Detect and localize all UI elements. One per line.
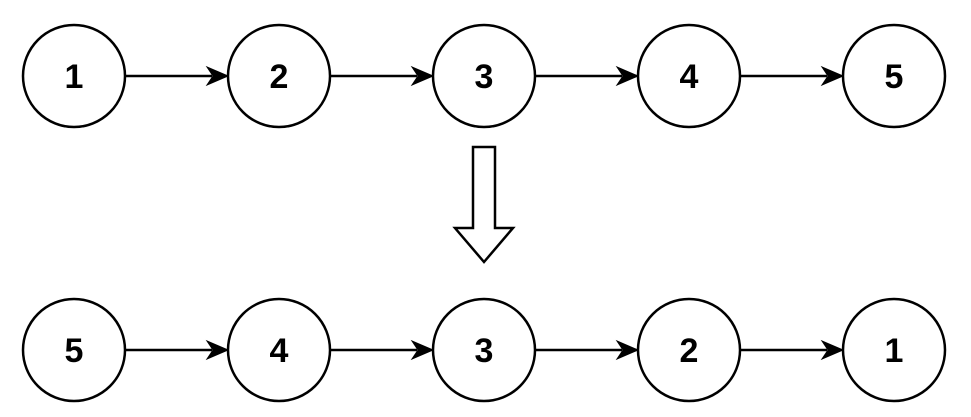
after-node-circle-4 — [636, 297, 742, 403]
before-node-label-1: 1 — [65, 58, 84, 96]
before-node-label-4: 4 — [680, 58, 699, 96]
hollow-down-arrow-icon — [452, 145, 516, 264]
before-arrowhead-icon-3 — [615, 65, 640, 87]
before-node-circle-2 — [226, 23, 332, 129]
before-node-label-3: 3 — [475, 58, 494, 96]
after-node-circle-1 — [21, 297, 127, 403]
after-node-label-3: 3 — [475, 332, 494, 370]
after-node-label-1: 5 — [65, 332, 84, 370]
transform-arrow-group — [452, 145, 516, 264]
before-node-2: 2 — [226, 23, 332, 129]
after-node-label-5: 1 — [885, 332, 904, 370]
after-node-label-4: 2 — [680, 332, 699, 370]
after-arrowhead-icon-3 — [615, 339, 640, 361]
after-node-label-2: 4 — [270, 332, 289, 370]
after-node-2: 4 — [226, 297, 332, 403]
before-node-circle-3 — [431, 23, 537, 129]
after-node-4: 2 — [636, 297, 742, 403]
after-linked-list: 5 4 3 2 1 — [21, 297, 947, 403]
before-node-label-5: 5 — [885, 58, 904, 96]
after-node-circle-2 — [226, 297, 332, 403]
after-arrowhead-icon-4 — [820, 339, 845, 361]
before-node-circle-5 — [841, 23, 947, 129]
before-arrowhead-icon-1 — [205, 65, 230, 87]
after-arrowhead-icon-2 — [410, 339, 435, 361]
after-node-circle-5 — [841, 297, 947, 403]
before-node-3: 3 — [431, 23, 537, 129]
before-node-label-2: 2 — [270, 58, 289, 96]
before-node-4: 4 — [636, 23, 742, 129]
after-node-5: 1 — [841, 297, 947, 403]
after-node-circle-3 — [431, 297, 537, 403]
before-linked-list: 1 2 3 4 5 — [21, 23, 947, 129]
after-node-3: 3 — [431, 297, 537, 403]
before-arrowhead-icon-4 — [820, 65, 845, 87]
after-arrowhead-icon-1 — [205, 339, 230, 361]
before-node-1: 1 — [21, 23, 127, 129]
before-node-5: 5 — [841, 23, 947, 129]
before-node-circle-4 — [636, 23, 742, 129]
before-node-circle-1 — [21, 23, 127, 129]
before-arrowhead-icon-2 — [410, 65, 435, 87]
after-node-1: 5 — [21, 297, 127, 403]
